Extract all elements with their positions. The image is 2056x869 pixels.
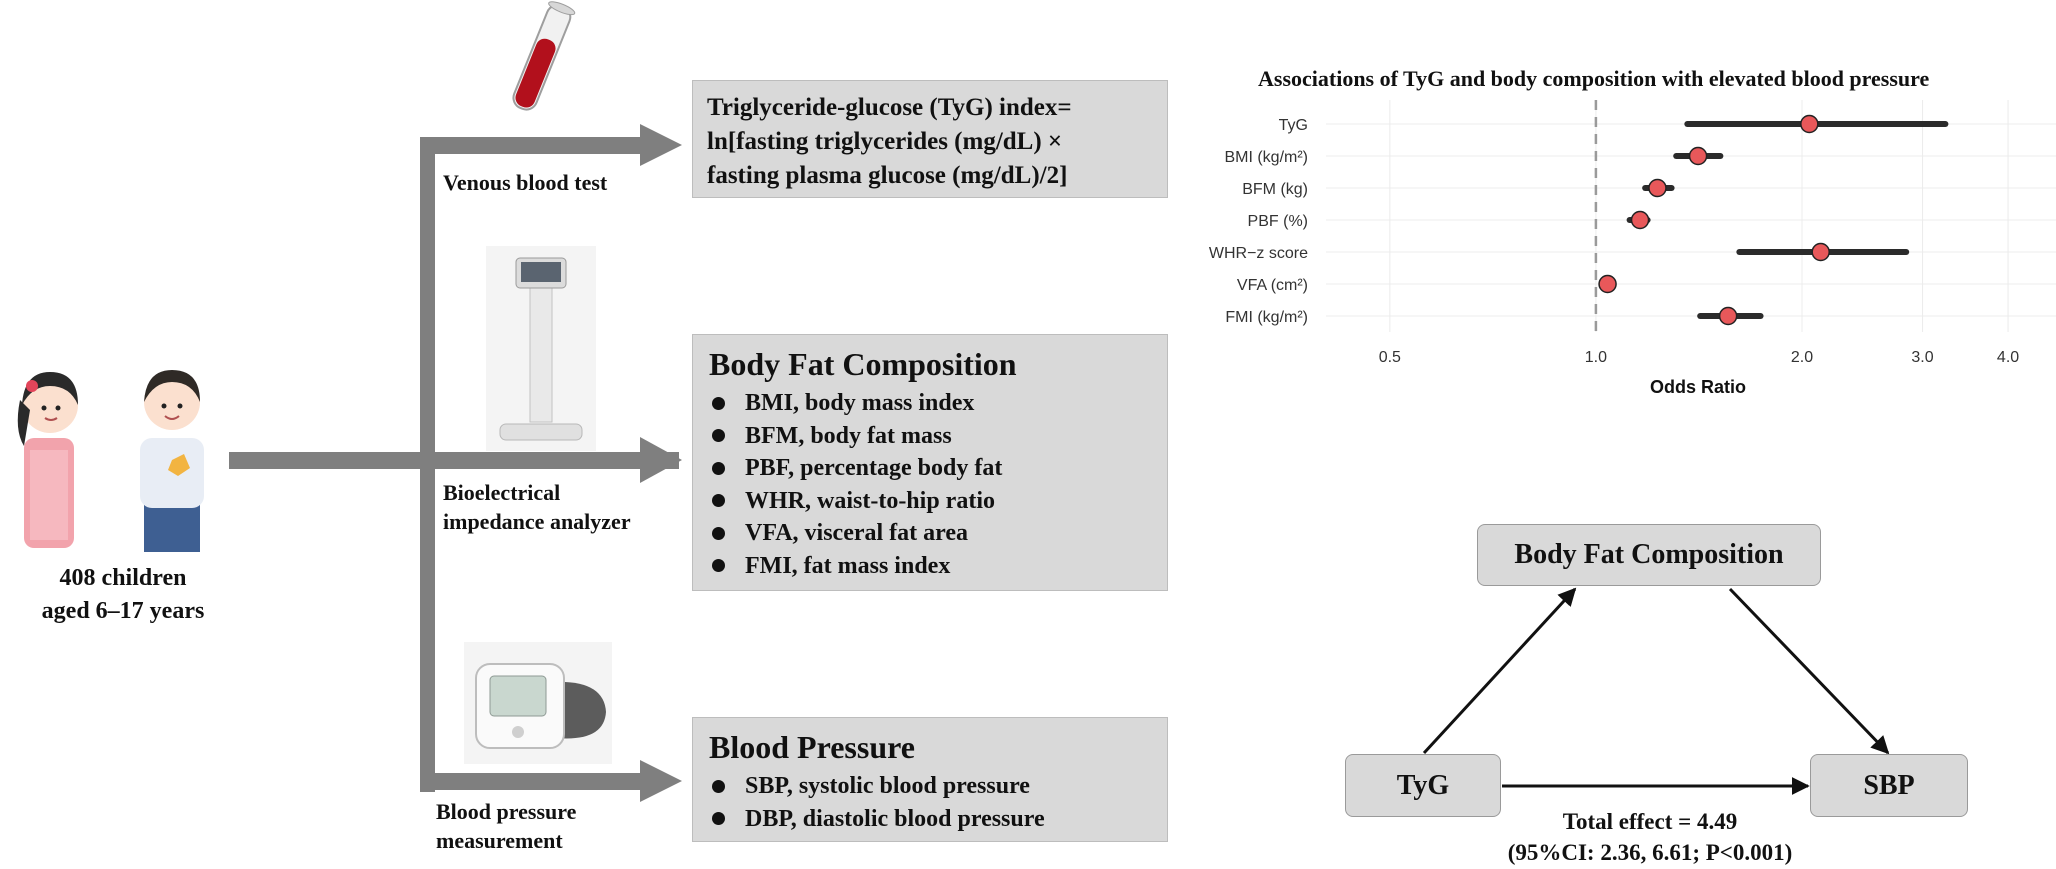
x-tick-label: 1.0: [1585, 349, 1607, 366]
participants-count: 408 children: [59, 565, 187, 591]
tyg-formula-box: Triglyceride-glucose (TyG) index= ln[fas…: [692, 80, 1168, 198]
odds-ratio-point: [1688, 146, 1708, 166]
mediator-node: Body Fat Composition: [1477, 524, 1821, 586]
bp-label-line2: measurement: [436, 828, 563, 853]
blood-pressure-box: Blood Pressure SBP, systolic blood press…: [692, 717, 1168, 842]
x-tick-label: 2.0: [1791, 349, 1813, 366]
total-effect-text: Total effect = 4.49 (95%CI: 2.36, 6.61; …: [1480, 806, 1820, 868]
total-effect-ci: (95%CI: 2.36, 6.61; P<0.001): [1507, 840, 1793, 865]
impedance-label-line2: impedance analyzer: [443, 509, 631, 534]
tyg-to-bfc-arrow: [1422, 587, 1577, 755]
bottom-branch-shaft: [420, 773, 650, 790]
blood-pressure-list: SBP, systolic blood pressure DBP, diasto…: [709, 770, 1151, 835]
bfc-to-sbp-arrow: [1728, 587, 1890, 755]
odds-ratio-point: [1718, 306, 1738, 326]
plot-panel: [1326, 100, 2056, 332]
boy-figure: [140, 370, 204, 552]
participants-caption: 408 children aged 6–17 years: [18, 562, 228, 628]
impedance-label-line1: Bioelectrical: [443, 480, 561, 505]
forest-plot-title: Associations of TyG and body composition…: [1258, 66, 1930, 91]
impedance-analyzer-image: [486, 246, 596, 451]
body-fat-composition-box: Body Fat Composition BMI, body mass inde…: [692, 334, 1168, 591]
bullet-icon: [712, 559, 725, 573]
bp-measurement-label: Blood pressure measurement: [436, 797, 576, 855]
participants-age: aged 6–17 years: [41, 598, 205, 624]
vertical-trunk: [420, 137, 435, 792]
odds-ratio-point: [1800, 114, 1819, 134]
blood-pressure-box-title: Blood Pressure: [709, 729, 915, 765]
y-tick-label: PBF (%): [1248, 213, 1308, 230]
impedance-analyzer-label: Bioelectrical impedance analyzer: [443, 478, 631, 536]
y-tick-label: BFM (kg): [1242, 181, 1308, 198]
bullet-icon: [712, 429, 725, 443]
body-fat-list: BMI, body mass index BFM, body fat mass …: [709, 387, 1151, 582]
y-tick-label: WHR−z score: [1209, 245, 1308, 262]
blood-tube-image: [512, 1, 576, 111]
list-item: BFM, body fat mass: [709, 420, 1151, 453]
odds-ratio-point: [1598, 274, 1617, 294]
girl-figure: [17, 372, 78, 548]
y-tick-label: FMI (kg/m²): [1225, 309, 1308, 326]
list-item: WHR, waist-to-hip ratio: [709, 485, 1151, 518]
odds-ratio-point: [1811, 242, 1830, 262]
list-item: FMI, fat mass index: [709, 550, 1151, 583]
list-item: SBP, systolic blood pressure: [709, 770, 1151, 803]
y-tick-label: VFA (cm²): [1237, 277, 1308, 294]
venous-blood-test-label: Venous blood test: [443, 170, 608, 195]
exposure-node: TyG: [1345, 754, 1501, 817]
list-item: PBF, percentage body fat: [709, 452, 1151, 485]
bottom-arrowhead: [640, 760, 682, 802]
x-tick-label: 3.0: [1911, 349, 1933, 366]
x-axis-label: Odds Ratio: [1650, 377, 1746, 397]
bullet-icon: [712, 779, 725, 793]
x-tick-label: 0.5: [1379, 349, 1401, 366]
list-item: DBP, diastolic blood pressure: [709, 803, 1151, 836]
odds-ratio-point: [1648, 178, 1667, 198]
tyg-formula-line1: Triglyceride-glucose (TyG) index=: [707, 94, 1072, 121]
odds-ratio-point: [1630, 210, 1650, 230]
bullet-icon: [712, 396, 725, 410]
bullet-icon: [712, 526, 725, 540]
body-fat-box-title: Body Fat Composition: [709, 346, 1017, 382]
tyg-formula-line2: ln[fasting triglycerides (mg/dL) ×: [707, 128, 1063, 155]
children-illustration: [17, 370, 204, 552]
tyg-formula-line3: fasting plasma glucose (mg/dL)/2]: [707, 162, 1068, 189]
forest-plot: TyG BMI (kg/m²) BFM (kg) PBF (%) WHR−z score…: [1209, 100, 2056, 397]
middle-arrowhead: [640, 437, 682, 483]
total-effect-value: Total effect = 4.49: [1562, 809, 1738, 834]
list-item: BMI, body mass index: [709, 387, 1151, 420]
bp-monitor-image: [464, 642, 612, 764]
bullet-icon: [712, 461, 725, 475]
top-arrowhead: [640, 124, 682, 166]
x-tick-label: 4.0: [1997, 349, 2019, 366]
bp-label-line1: Blood pressure: [436, 799, 577, 824]
top-branch-shaft: [420, 137, 650, 154]
outcome-node: SBP: [1810, 754, 1968, 817]
main-trunk: [229, 452, 679, 469]
bullet-icon: [712, 494, 725, 508]
bullet-icon: [712, 812, 725, 826]
list-item: VFA, visceral fat area: [709, 517, 1151, 550]
y-tick-label: BMI (kg/m²): [1224, 149, 1308, 166]
y-tick-label: TyG: [1279, 117, 1308, 134]
